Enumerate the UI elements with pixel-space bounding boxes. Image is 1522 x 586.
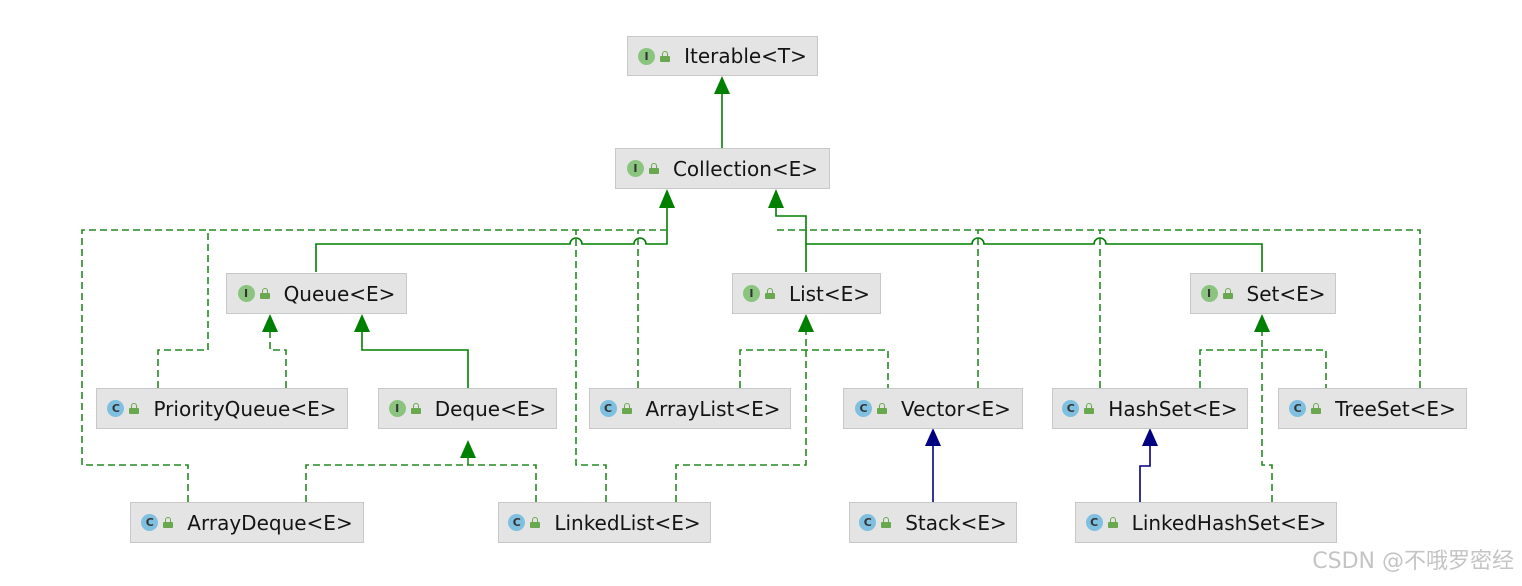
lock-icon [1311, 403, 1322, 414]
node-label: LinkedList<E> [554, 510, 701, 535]
edge-arraydeque-to-collection [81, 229, 208, 502]
node-label: ArrayDeque<E> [187, 510, 353, 535]
arrowhead-queue-left [262, 314, 278, 332]
node-label: Deque<E> [434, 396, 547, 421]
edge-linkedlist-to-collection [575, 230, 607, 502]
node-label: Vector<E> [901, 396, 1011, 421]
edge-hashset-treeset-to-set [1199, 349, 1327, 388]
interface-icon: I [1200, 285, 1218, 302]
edge-deque-to-queue [361, 330, 469, 388]
arrowhead-hashset [1142, 428, 1158, 446]
edge-priorityqueue-to-collection [157, 229, 667, 388]
lock-icon [1222, 288, 1233, 299]
node-queue[interactable]: I Queue<E> [226, 273, 407, 314]
edge-treeset-to-collection [978, 229, 1421, 388]
edge-linkedlist-to-list [675, 330, 807, 502]
node-set[interactable]: I Set<E> [1190, 273, 1336, 314]
class-icon: C [855, 400, 873, 417]
lock-icon [764, 288, 775, 299]
node-linkedlist[interactable]: C LinkedList<E> [498, 502, 711, 543]
arrowhead-collection-right [768, 189, 784, 208]
node-label: Iterable<T> [684, 44, 807, 68]
node-iterable[interactable]: I Iterable<T> [627, 36, 818, 76]
lock-icon [660, 50, 671, 62]
arrowhead-iterable [714, 76, 730, 94]
lock-icon [163, 517, 174, 528]
node-label: LinkedHashSet<E> [1131, 510, 1327, 535]
node-deque[interactable]: I Deque<E> [378, 388, 557, 429]
interface-icon: I [388, 400, 406, 417]
lock-icon [530, 517, 541, 528]
class-icon: C [859, 514, 877, 531]
edge-list-to-collection [775, 206, 807, 272]
arrowhead-deque [460, 440, 476, 458]
class-icon: C [107, 400, 125, 417]
node-label: PriorityQueue<E> [153, 396, 337, 421]
lock-icon [881, 517, 892, 528]
lock-icon [621, 403, 632, 414]
lock-icon [877, 403, 888, 414]
node-collection[interactable]: I Collection<E> [615, 148, 830, 189]
arrowhead-set [1254, 314, 1270, 332]
arrowhead-queue-right [354, 314, 370, 332]
edge-deque-implementers [305, 464, 537, 502]
lock-icon [1084, 403, 1095, 414]
arrowhead-collection-left [659, 189, 675, 208]
class-icon: C [1062, 400, 1080, 417]
node-label: HashSet<E> [1108, 396, 1238, 421]
lock-icon [410, 403, 421, 414]
watermark: CSDN @不哦罗密经 [1312, 549, 1514, 574]
node-label: Collection<E> [672, 156, 819, 181]
class-icon: C [1289, 400, 1307, 417]
edge-linkedhashset-to-hashset [1139, 444, 1151, 502]
interface-icon: I [626, 160, 644, 177]
node-treeset[interactable]: C TreeSet<E> [1278, 388, 1467, 429]
edge-queue-to-collection [315, 206, 668, 272]
node-arraydeque[interactable]: C ArrayDeque<E> [130, 502, 364, 543]
node-label: Stack<E> [905, 510, 1007, 535]
node-stack[interactable]: C Stack<E> [849, 502, 1017, 543]
node-linkedhashset[interactable]: C LinkedHashSet<E> [1075, 502, 1337, 543]
node-label: Set<E> [1246, 281, 1326, 306]
node-hashset[interactable]: C HashSet<E> [1052, 388, 1248, 429]
arrowhead-list [798, 314, 814, 332]
class-icon: C [508, 514, 526, 531]
interface-icon: I [237, 285, 255, 302]
node-list[interactable]: I List<E> [732, 273, 881, 314]
node-label: TreeSet<E> [1335, 396, 1456, 421]
interface-icon: I [638, 47, 656, 65]
edge-arraylist-to-list [739, 349, 889, 388]
class-icon: C [599, 400, 617, 417]
node-priorityqueue[interactable]: C PriorityQueue<E> [96, 388, 348, 429]
node-label: Queue<E> [283, 281, 396, 306]
edge-set-to-collection [806, 237, 1263, 272]
lock-icon [1107, 517, 1118, 528]
node-label: ArrayList<E> [645, 396, 781, 421]
interface-icon: I [742, 285, 760, 302]
lock-icon [648, 163, 659, 174]
class-icon: C [141, 514, 159, 531]
lock-icon [259, 288, 270, 299]
node-arraylist[interactable]: C ArrayList<E> [589, 388, 791, 429]
node-label: List<E> [788, 281, 871, 306]
class-icon: C [1085, 514, 1103, 531]
edge-priorityqueue-to-queue [269, 330, 287, 388]
node-vector[interactable]: C Vector<E> [843, 388, 1023, 429]
edge-linkedhashset-to-set [1261, 330, 1273, 502]
arrowhead-vector [925, 428, 941, 446]
lock-icon [129, 403, 140, 414]
